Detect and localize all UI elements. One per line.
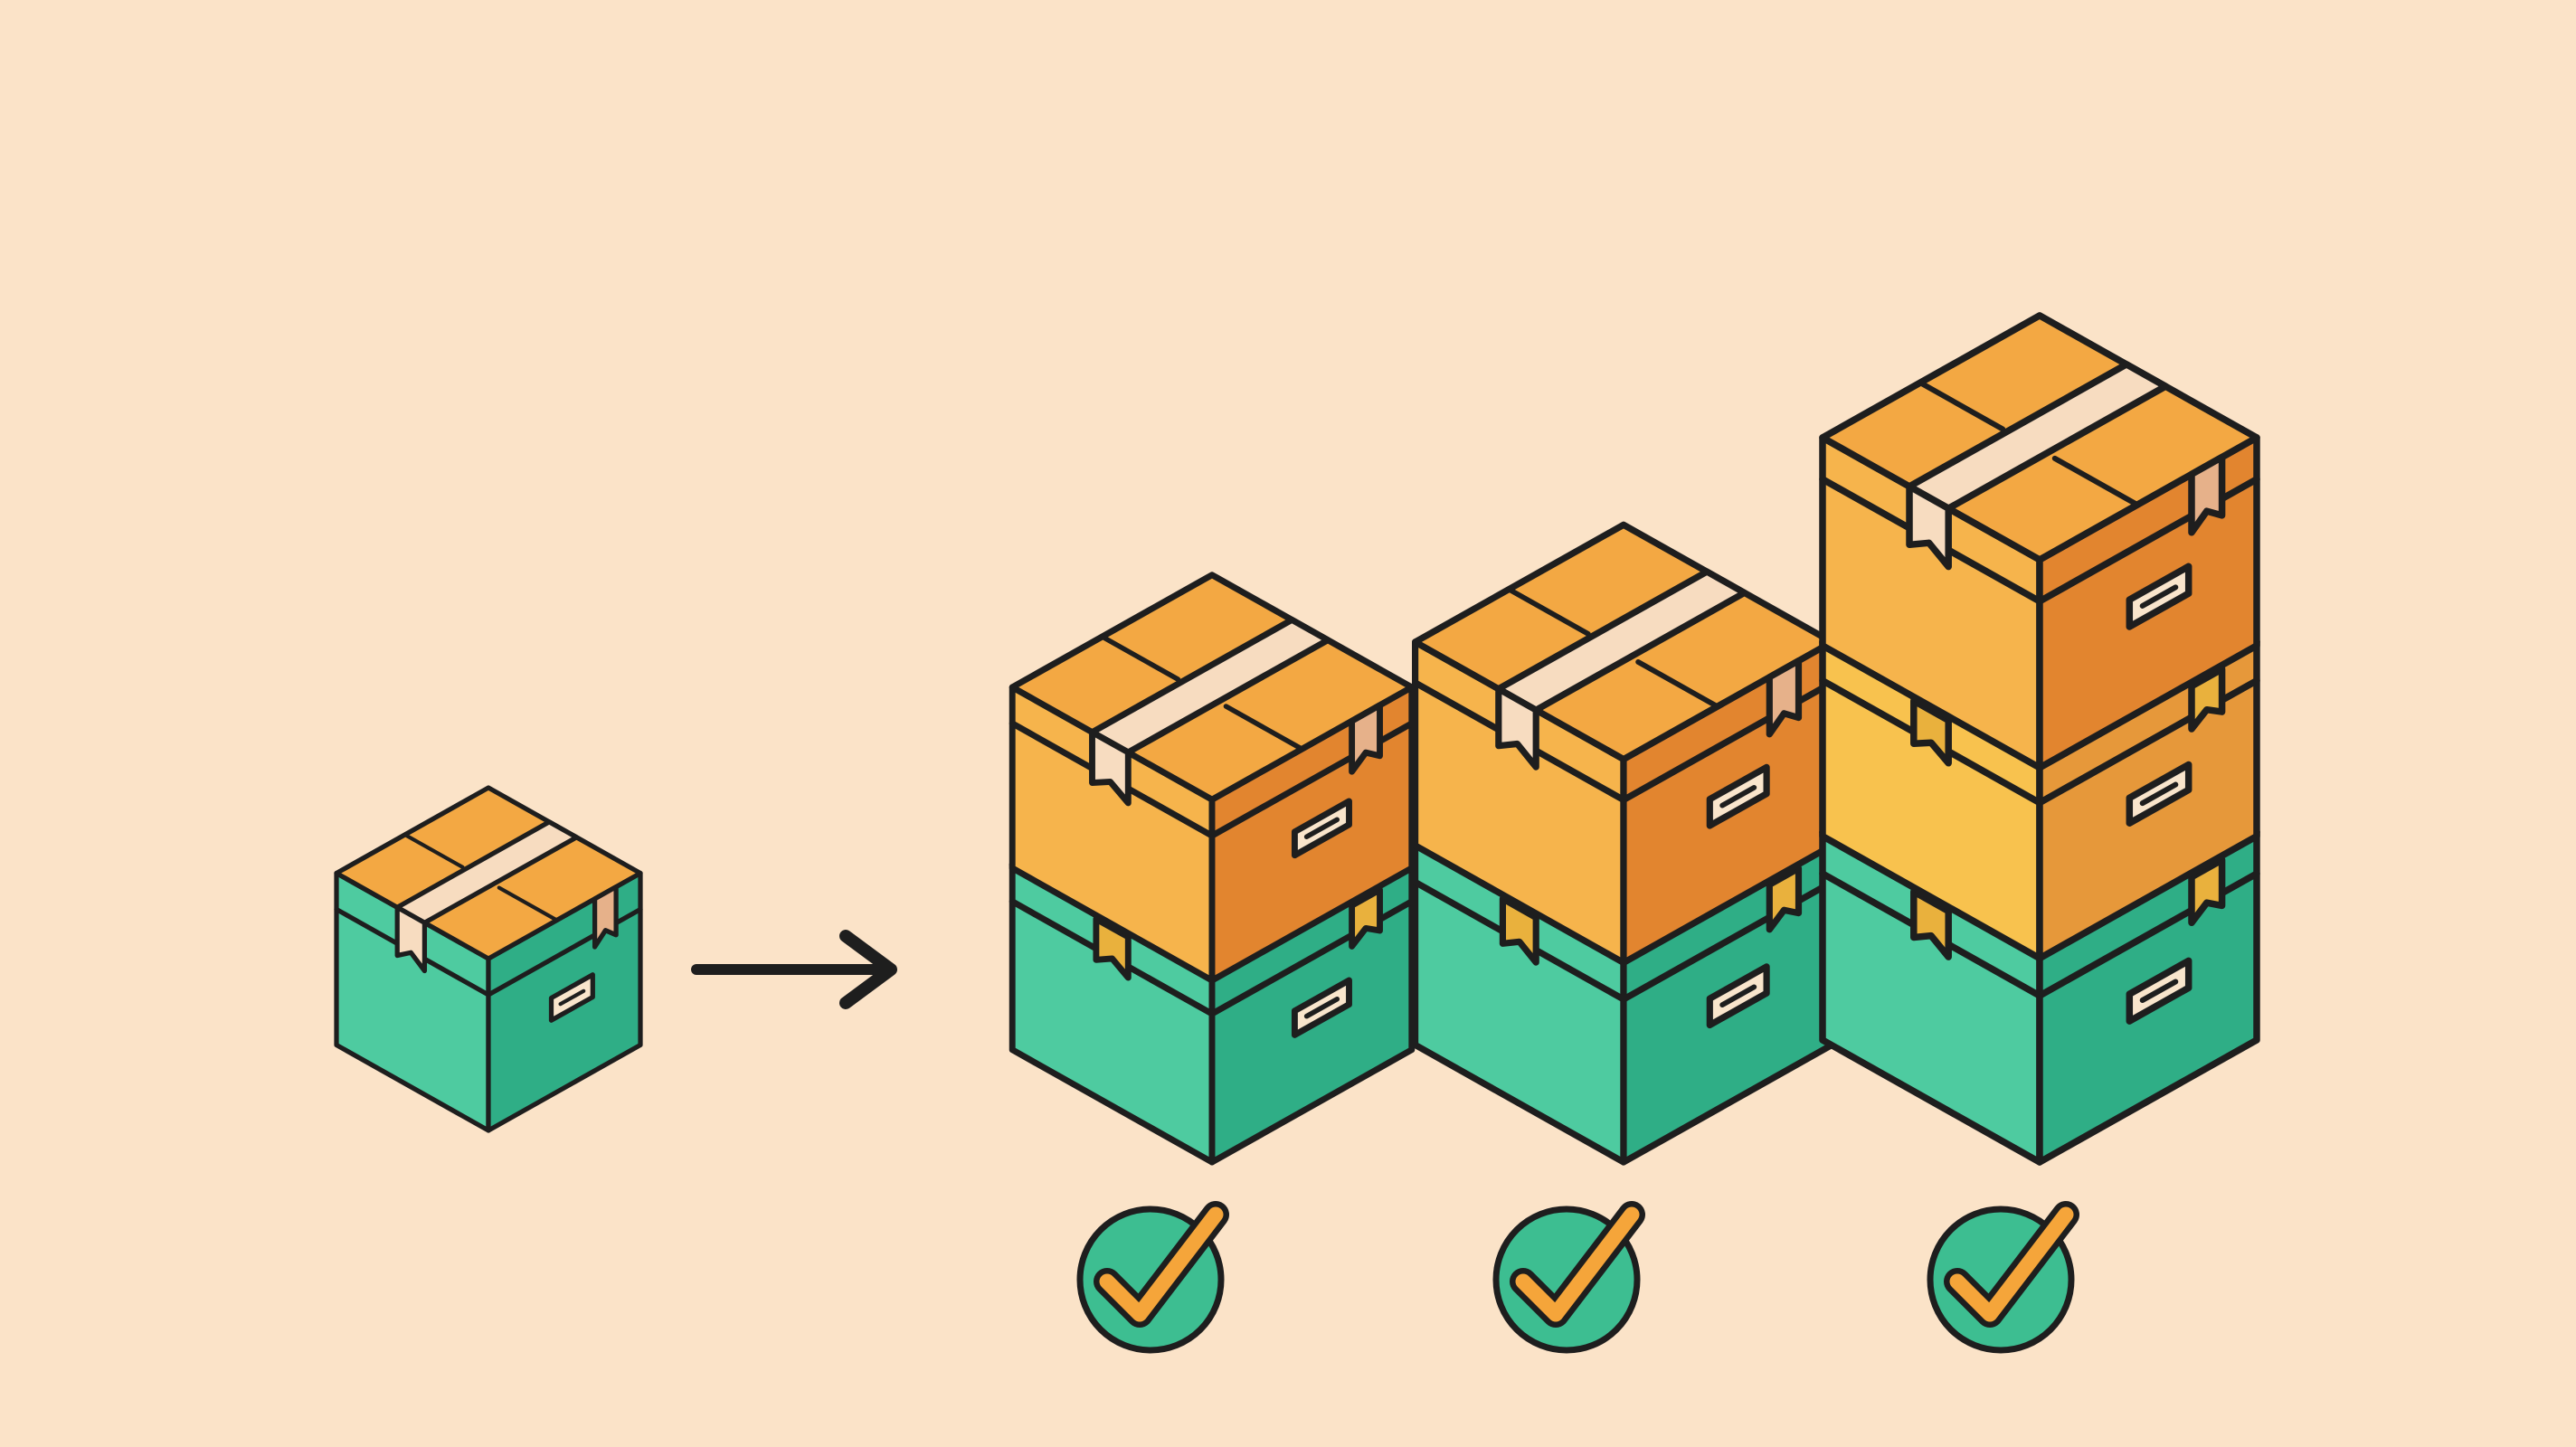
check-icon <box>1492 1201 1645 1354</box>
box-lid-edge <box>1411 878 1836 1003</box>
boxes-layer <box>334 312 2260 1166</box>
box-lid-edge <box>334 906 643 998</box>
box-lid-edge <box>1819 676 2260 807</box>
box-lid-edge <box>1009 898 1416 1017</box>
box-lid-edge <box>1819 476 2260 605</box>
stack-1 <box>1009 572 1416 1166</box>
box-lid-edge <box>1009 720 1416 839</box>
box-tape-tab-side <box>1349 886 1383 950</box>
check-icon <box>1927 1201 2079 1354</box>
box-tape-tab <box>1499 895 1539 966</box>
box-tape-flap-side <box>2188 453 2226 536</box>
box-tape-flap-side <box>1766 657 1803 738</box>
arrow-head <box>839 930 897 1009</box>
box-tape-flap-side <box>592 884 619 950</box>
box-lid-edge <box>1819 870 2260 999</box>
stack-2 <box>1411 521 1836 1166</box>
box-label-line <box>1719 984 1757 1007</box>
box-tape-tab <box>1910 888 1952 960</box>
box-tape-flap <box>1089 729 1132 807</box>
box-label-line <box>1303 996 1340 1019</box>
box-tape-tab-side <box>2188 856 2226 927</box>
stack-3 <box>1819 312 2260 1166</box>
arrow-right-icon <box>691 930 897 1009</box>
box-tape-flap <box>394 904 428 974</box>
stack-2-box-2 <box>1411 521 1836 967</box>
box-tape-flap <box>1906 483 1952 571</box>
box-label-line <box>1719 784 1757 809</box>
box-label-line <box>2139 979 2179 1004</box>
box-tape-flap <box>1495 686 1539 771</box>
box-label-line <box>2139 781 2179 807</box>
status-checks <box>1076 1201 2079 1354</box>
single-box <box>334 785 643 1133</box>
box-label-line <box>1303 817 1340 840</box>
check-icon <box>1076 1201 1229 1354</box>
box-label-line <box>558 988 586 1007</box>
box-tape-tab <box>1093 915 1132 981</box>
stack-1-box-2 <box>1009 572 1416 984</box>
box-lid-edge <box>1411 679 1836 804</box>
box-tape-flap-side <box>1349 702 1383 775</box>
stack-3-box-3 <box>1819 312 2260 771</box>
box-label-line <box>2139 584 2179 609</box>
box-tape-tab-side <box>1766 865 1803 933</box>
